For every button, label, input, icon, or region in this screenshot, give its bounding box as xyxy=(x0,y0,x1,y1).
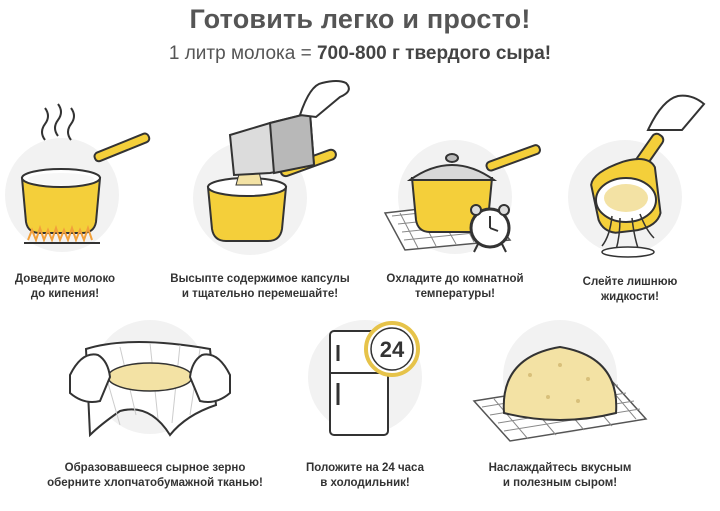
step-4: Слейте лишнюю жидкости! xyxy=(560,90,720,305)
step-7-caption: Наслаждайтесь вкусным и полезным сыром! xyxy=(488,462,632,489)
timer-label: 24 xyxy=(380,337,405,362)
subtitle-bold: 700-800 г твердого сыра! xyxy=(316,43,552,64)
fridge-timer-icon: 24 xyxy=(308,320,422,436)
step-4-caption: Слейте лишнюю жидкости! xyxy=(582,276,678,303)
page-title: Готовить легко и просто! xyxy=(189,4,531,34)
step-6: 24 Положите на 24 часа в холодильник! xyxy=(290,315,450,511)
step-2-caption: Высыпте содержимое капсулы и тщательно п… xyxy=(170,273,350,300)
step-3-caption: Охладите до комнатной температуры! xyxy=(386,273,524,300)
page-subtitle: 1 литр молока = 700-800 г твердого сыра! xyxy=(0,43,720,65)
step-7: Наслаждайтесь вкусным и полезным сыром! xyxy=(460,315,660,511)
step-6-caption: Положите на 24 часа в холодильник! xyxy=(305,462,424,489)
capsule-pour-icon xyxy=(193,80,350,255)
step-2: Высыпте содержимое капсулы и тщательно п… xyxy=(150,80,380,300)
subtitle-prefix: 1 литр молока = xyxy=(168,43,317,64)
cheese-wheel-icon xyxy=(472,320,648,442)
covered-pot-clock-icon xyxy=(383,140,541,254)
cloth-hands-icon xyxy=(69,320,231,438)
drain-pot-icon xyxy=(568,94,706,258)
step-3: Охладите до комнатной температуры! xyxy=(370,100,570,300)
step-5-caption: Образовавшееся сырное зерно оберните хло… xyxy=(47,462,263,489)
step-1: Доведите молоко до кипения! xyxy=(0,100,180,300)
step-1-caption: Доведите молоко до кипения! xyxy=(14,273,116,300)
boiling-pot-icon xyxy=(5,103,151,252)
step-5: Образовавшееся сырное зерно оберните хло… xyxy=(40,315,280,511)
